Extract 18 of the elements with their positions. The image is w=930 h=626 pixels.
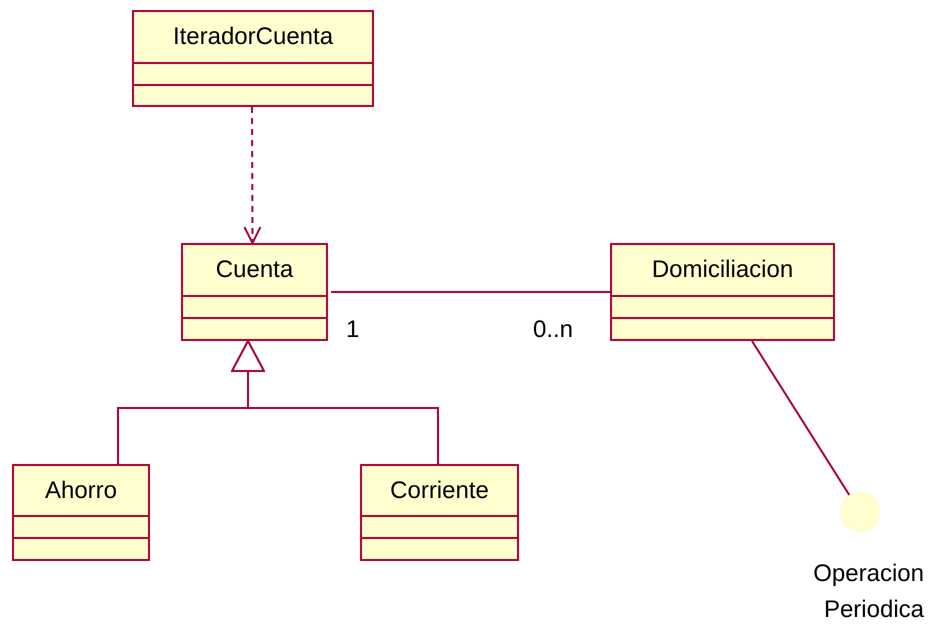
interface-circle	[840, 492, 880, 532]
class-box	[132, 10, 374, 107]
multiplicity-label: 0..n	[533, 316, 574, 344]
class-box	[610, 243, 835, 341]
multiplicity-label: 1	[346, 316, 360, 344]
class-box	[12, 464, 150, 561]
class-name: Domiciliacion	[652, 256, 794, 284]
interface-name: Operacion Periodica	[812, 559, 924, 625]
association-line	[331, 291, 610, 293]
generalization-arrow	[231, 340, 439, 464]
association-line	[751, 340, 850, 496]
class-name: IteradorCuenta	[172, 23, 334, 51]
class-box	[181, 243, 328, 341]
dependency-arrow	[243, 107, 262, 244]
class-name: Ahorro	[44, 476, 118, 504]
class-name: Corriente	[390, 476, 489, 504]
class-box	[360, 464, 519, 561]
class-name: Cuenta	[216, 256, 294, 284]
